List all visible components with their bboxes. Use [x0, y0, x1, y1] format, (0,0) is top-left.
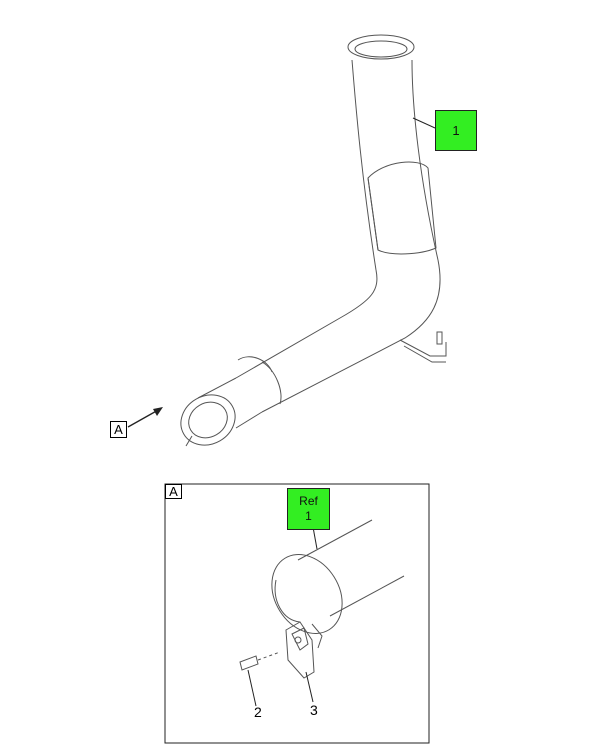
tube-band-top [237, 356, 273, 373]
part-3-leader [305, 671, 314, 703]
upper-tube-left-edge [351, 59, 377, 271]
detail-view-a-tag: A [165, 484, 182, 499]
support-bracket-lower [403, 345, 446, 363]
top-flange-inner [354, 40, 408, 58]
bracket-stud [436, 331, 443, 345]
view-a-tag-letter: A [114, 422, 123, 437]
clamp-ear [311, 623, 323, 649]
callout-part-1[interactable]: 1 [435, 110, 477, 151]
view-a-arrowhead [153, 407, 163, 416]
top-flange-outer [347, 34, 415, 60]
clamp-inner [291, 627, 309, 651]
part-2-leader [247, 669, 257, 707]
callout-part-2[interactable]: 2 [254, 704, 262, 720]
outlet-end-ellipse [180, 394, 236, 446]
callout-part-3[interactable]: 3 [310, 702, 318, 718]
elbow-lower-edge [261, 259, 441, 413]
detail-view-frame [164, 483, 430, 744]
detail-clamp-band [274, 579, 301, 623]
support-bracket [399, 339, 447, 357]
elbow-upper-edge [235, 269, 378, 379]
callout-part-1-number: 1 [452, 123, 460, 138]
outlet-clamp-ring [188, 401, 228, 439]
tube-band-side [261, 361, 282, 405]
callout-ref-number: 1 [305, 509, 312, 523]
callout-ref-label: Ref [299, 494, 318, 508]
pipe-window-cutout [367, 161, 437, 255]
clamp-bolt-hole [294, 636, 302, 644]
lower-tube-top [197, 377, 237, 399]
callout-1-leader [412, 117, 436, 129]
detail-view-a-letter: A [169, 484, 178, 499]
detail-pipe-end [271, 554, 343, 634]
lower-tube-bottom [235, 411, 263, 429]
clamp-body [285, 621, 315, 679]
ref-1-leader [312, 526, 318, 550]
view-a-tag: A [110, 421, 127, 438]
upper-tube-right-edge [411, 59, 439, 261]
detail-pipe-top [297, 519, 373, 561]
view-a-arrow-shaft [127, 408, 161, 428]
detail-pipe-bottom [329, 575, 405, 617]
outlet-clamp-tab [185, 435, 193, 447]
pipe-window-edge [367, 177, 379, 251]
callout-ref-1[interactable]: Ref 1 [287, 488, 330, 530]
pin-insertion-path [257, 651, 281, 661]
pin-part-2 [239, 655, 259, 671]
